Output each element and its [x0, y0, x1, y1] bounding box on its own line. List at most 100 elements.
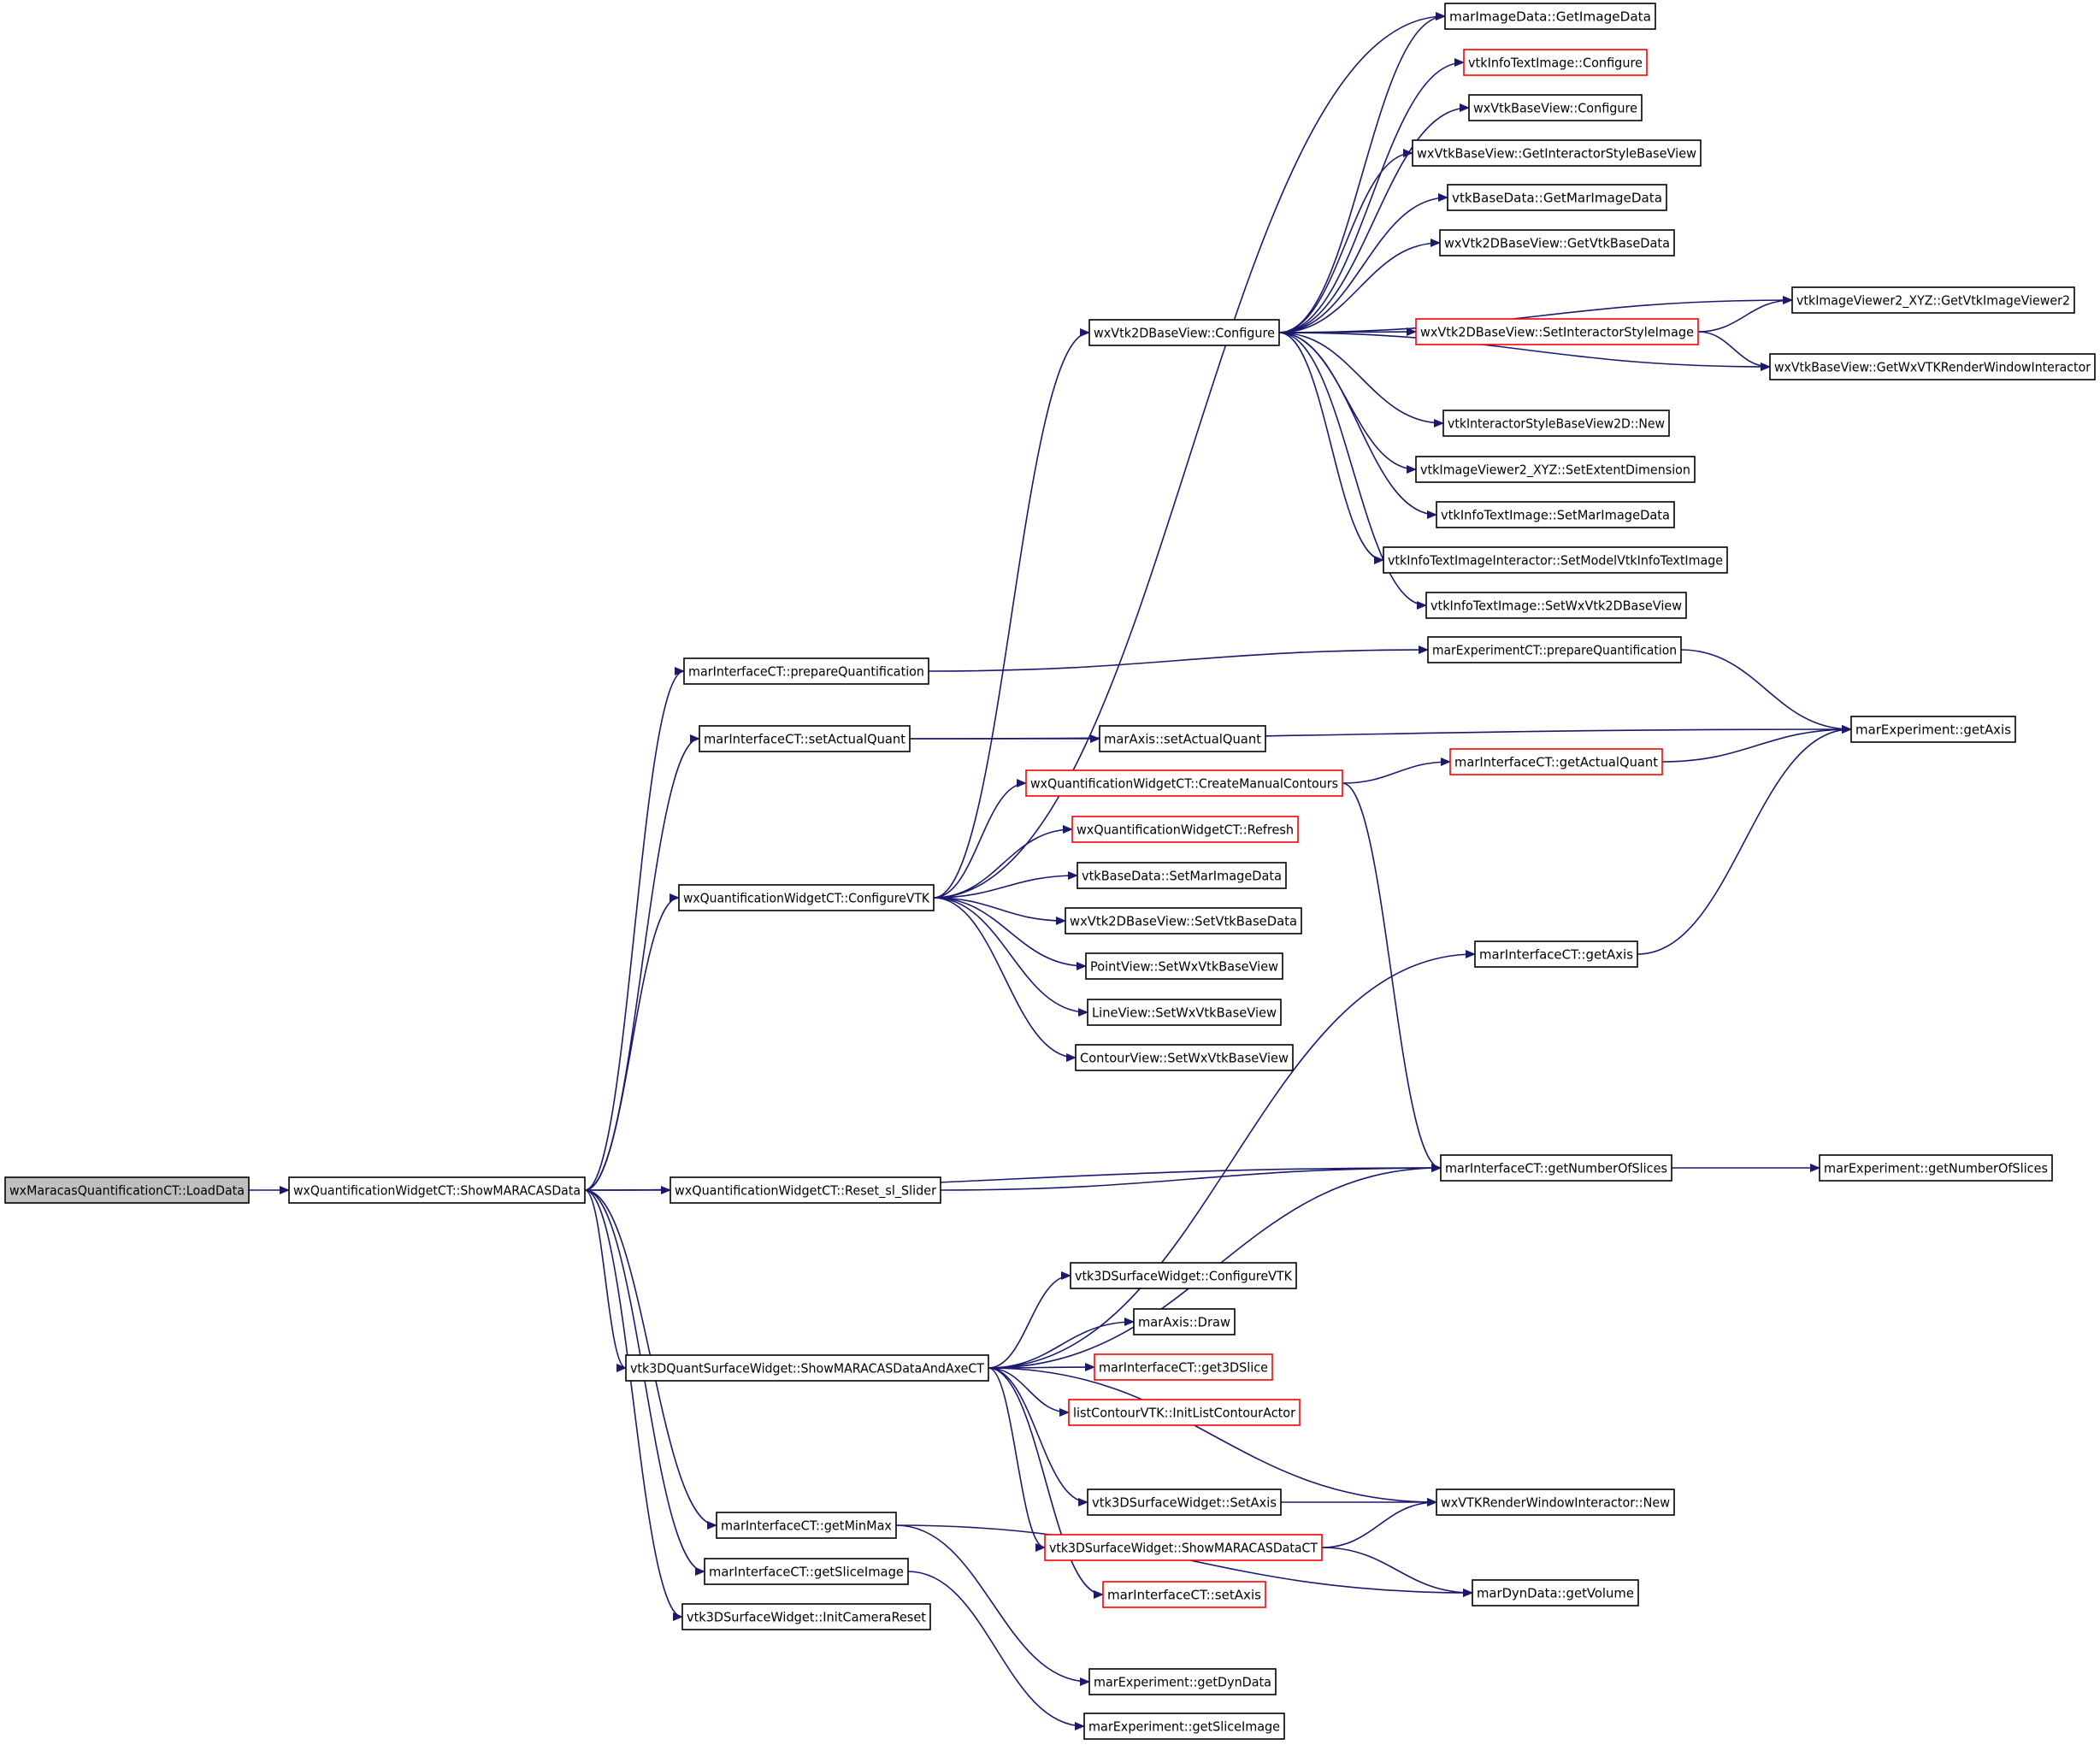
node-box[interactable]: [1425, 592, 1687, 619]
node-n49[interactable]: marExperiment::getSliceImage: [1083, 1713, 1285, 1740]
node-box[interactable]: [683, 657, 929, 685]
node-box[interactable]: [1025, 769, 1343, 797]
node-n22[interactable]: vtkInfoTextImage::SetMarImageData: [1436, 501, 1675, 528]
node-n21[interactable]: vtkImageViewer2_XYZ::SetExtentDimension: [1415, 456, 1696, 483]
node-box[interactable]: [1102, 1581, 1266, 1608]
node-n35[interactable]: ContourView::SetWxVtkBaseView: [1075, 1044, 1294, 1071]
node-n42[interactable]: listContourVTK::InitListContourActor: [1068, 1399, 1301, 1426]
node-box[interactable]: [670, 1176, 941, 1204]
node-n44[interactable]: wxVTKRenderWindowInteractor::New: [1436, 1489, 1675, 1516]
node-box[interactable]: [1819, 1154, 2053, 1182]
node-box[interactable]: [1088, 1668, 1277, 1695]
node-n3[interactable]: marInterfaceCT::setActualQuant: [699, 725, 911, 752]
node-box[interactable]: [1412, 139, 1702, 167]
node-n23[interactable]: vtkInfoTextImageInteractor::SetModelVtkI…: [1383, 546, 1728, 574]
node-box[interactable]: [1436, 1489, 1675, 1516]
node-n13[interactable]: wxVtkBaseView::Configure: [1468, 94, 1643, 121]
node-n7[interactable]: marInterfaceCT::getMinMax: [716, 1512, 897, 1539]
node-box[interactable]: [1468, 94, 1643, 121]
node-box[interactable]: [1075, 1044, 1294, 1071]
node-box[interactable]: [1087, 1489, 1282, 1516]
node-box[interactable]: [1449, 748, 1663, 775]
node-box[interactable]: [699, 725, 911, 752]
node-n41[interactable]: marInterfaceCT::get3DSlice: [1094, 1353, 1273, 1381]
node-box[interactable]: [678, 884, 935, 911]
node-n16[interactable]: wxVtk2DBaseView::GetVtkBaseData: [1439, 229, 1675, 256]
node-n46[interactable]: marDynData::getVolume: [1472, 1579, 1639, 1606]
node-box[interactable]: [1427, 636, 1682, 663]
node-n31[interactable]: vtkBaseData::SetMarImageData: [1077, 862, 1287, 889]
node-n18[interactable]: vtkImageViewer2_XYZ::GetVtkImageViewer2: [1791, 286, 2075, 314]
node-box[interactable]: [1474, 940, 1638, 968]
node-n9[interactable]: vtk3DSurfaceWidget::InitCameraReset: [681, 1603, 931, 1630]
node-n43[interactable]: vtk3DSurfaceWidget::SetAxis: [1087, 1489, 1282, 1516]
node-box[interactable]: [4, 1176, 250, 1204]
node-n39[interactable]: vtk3DSurfaceWidget::ConfigureVTK: [1070, 1262, 1297, 1289]
node-n37[interactable]: marInterfaceCT::getNumberOfSlices: [1440, 1154, 1672, 1182]
node-n6[interactable]: vtk3DQuantSurfaceWidget::ShowMARACASData…: [625, 1354, 989, 1382]
node-n29[interactable]: marInterfaceCT::getActualQuant: [1449, 748, 1663, 775]
node-n10[interactable]: wxVtk2DBaseView::Configure: [1088, 319, 1280, 346]
node-box[interactable]: [681, 1603, 931, 1630]
node-n19[interactable]: wxVtkBaseView::GetWxVTKRenderWindowInter…: [1769, 353, 2096, 380]
node-box[interactable]: [1444, 3, 1656, 30]
node-box[interactable]: [1769, 353, 2096, 380]
node-box[interactable]: [1383, 546, 1728, 574]
node-box[interactable]: [1133, 1308, 1236, 1335]
node-n26[interactable]: marExperiment::getAxis: [1850, 716, 2016, 743]
node-box[interactable]: [1442, 410, 1670, 437]
node-box[interactable]: [1085, 952, 1283, 980]
node-n2[interactable]: marInterfaceCT::prepareQuantification: [683, 657, 929, 685]
node-n17[interactable]: wxVtk2DBaseView::SetInteractorStyleImage: [1415, 318, 1699, 345]
node-n30[interactable]: wxQuantificationWidgetCT::Refresh: [1071, 816, 1299, 843]
node-n8[interactable]: marInterfaceCT::getSliceImage: [704, 1558, 909, 1585]
node-box[interactable]: [1099, 725, 1266, 752]
node-n45[interactable]: vtk3DSurfaceWidget::ShowMARACASDataCT: [1044, 1534, 1323, 1561]
node-box[interactable]: [716, 1512, 897, 1539]
node-box[interactable]: [1083, 1713, 1285, 1740]
node-box[interactable]: [1850, 716, 2016, 743]
node-box[interactable]: [1415, 456, 1696, 483]
node-box[interactable]: [1070, 1262, 1297, 1289]
node-box[interactable]: [1077, 862, 1287, 889]
node-box[interactable]: [1415, 318, 1699, 345]
node-n34[interactable]: LineView::SetWxVtkBaseView: [1087, 999, 1282, 1026]
node-n48[interactable]: marExperiment::getDynData: [1088, 1668, 1277, 1695]
node-box[interactable]: [1087, 999, 1282, 1026]
node-box[interactable]: [1044, 1534, 1323, 1561]
node-n33[interactable]: PointView::SetWxVtkBaseView: [1085, 952, 1283, 980]
node-n14[interactable]: wxVtkBaseView::GetInteractorStyleBaseVie…: [1412, 139, 1702, 167]
node-box[interactable]: [704, 1558, 909, 1585]
node-box[interactable]: [1436, 501, 1675, 528]
node-box[interactable]: [1440, 1154, 1672, 1182]
node-n20[interactable]: vtkInteractorStyleBaseView2D::New: [1442, 410, 1670, 437]
node-n25[interactable]: marExperimentCT::prepareQuantification: [1427, 636, 1682, 663]
node-box[interactable]: [1065, 907, 1302, 934]
node-n28[interactable]: wxQuantificationWidgetCT::CreateManualCo…: [1025, 769, 1343, 797]
node-n5[interactable]: wxQuantificationWidgetCT::Reset_sl_Slide…: [670, 1176, 941, 1204]
node-box[interactable]: [1463, 49, 1648, 76]
node-n27[interactable]: marAxis::setActualQuant: [1099, 725, 1266, 752]
node-n32[interactable]: wxVtk2DBaseView::SetVtkBaseData: [1065, 907, 1302, 934]
node-box[interactable]: [1472, 1579, 1639, 1606]
node-n4[interactable]: wxQuantificationWidgetCT::ConfigureVTK: [678, 884, 935, 911]
node-box[interactable]: [288, 1176, 586, 1204]
node-box[interactable]: [1071, 816, 1299, 843]
node-n12[interactable]: vtkInfoTextImage::Configure: [1463, 49, 1648, 76]
node-n47[interactable]: marInterfaceCT::setAxis: [1102, 1581, 1266, 1608]
node-box[interactable]: [1447, 184, 1667, 211]
node-box[interactable]: [1791, 286, 2075, 314]
node-box[interactable]: [1068, 1399, 1301, 1426]
node-n40[interactable]: marAxis::Draw: [1133, 1308, 1236, 1335]
node-n11[interactable]: marImageData::GetImageData: [1444, 3, 1656, 30]
node-n36[interactable]: marInterfaceCT::getAxis: [1474, 940, 1638, 968]
node-n1[interactable]: wxQuantificationWidgetCT::ShowMARACASDat…: [288, 1176, 586, 1204]
node-box[interactable]: [625, 1354, 989, 1382]
node-box[interactable]: [1088, 319, 1280, 346]
node-n38[interactable]: marExperiment::getNumberOfSlices: [1819, 1154, 2053, 1182]
node-box[interactable]: [1439, 229, 1675, 256]
node-n15[interactable]: vtkBaseData::GetMarImageData: [1447, 184, 1667, 211]
node-n24[interactable]: vtkInfoTextImage::SetWxVtk2DBaseView: [1425, 592, 1687, 619]
node-n0[interactable]: wxMaracasQuantificationCT::LoadData: [4, 1176, 250, 1204]
node-box[interactable]: [1094, 1353, 1273, 1381]
